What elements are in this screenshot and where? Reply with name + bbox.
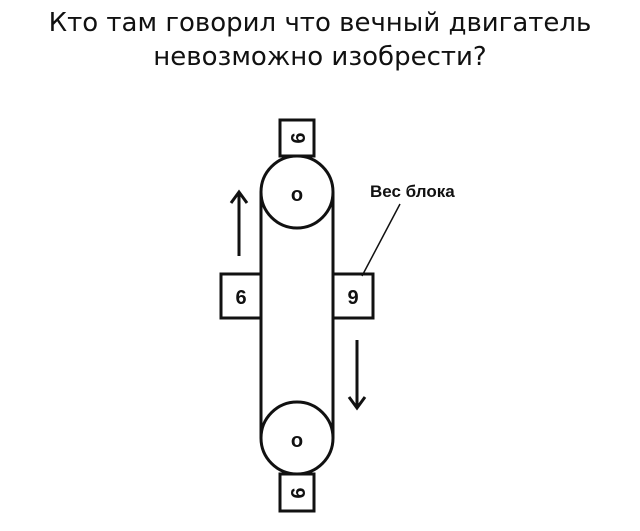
block-right: 9 xyxy=(331,272,375,320)
block-top-weight: 9 xyxy=(286,132,308,143)
bottom-pulley: o xyxy=(259,400,335,476)
arrow-down-icon xyxy=(347,340,367,411)
meme-caption: Кто там говорил что вечный двигатель нев… xyxy=(0,6,640,74)
block-right-weight: 9 xyxy=(347,287,358,309)
block-left: 6 xyxy=(219,272,263,320)
weight-annotation: Вес блока xyxy=(361,182,455,277)
caption-line-1: Кто там говорил что вечный двигатель xyxy=(48,8,592,38)
block-left-weight: 6 xyxy=(235,287,246,309)
annotation-leader-line xyxy=(361,203,401,277)
arrow-up-icon xyxy=(229,189,249,256)
bottom-pulley-axle-label: o xyxy=(291,430,303,452)
block-top: 9 xyxy=(278,118,316,158)
annotation-text: Вес блока xyxy=(370,182,455,201)
caption-line-2: невозможно изобрести? xyxy=(153,42,487,72)
top-pulley-axle-label: o xyxy=(291,184,303,206)
top-pulley: o xyxy=(259,154,335,230)
block-bottom-weight: 9 xyxy=(286,487,308,498)
block-bottom: 9 xyxy=(278,472,316,513)
